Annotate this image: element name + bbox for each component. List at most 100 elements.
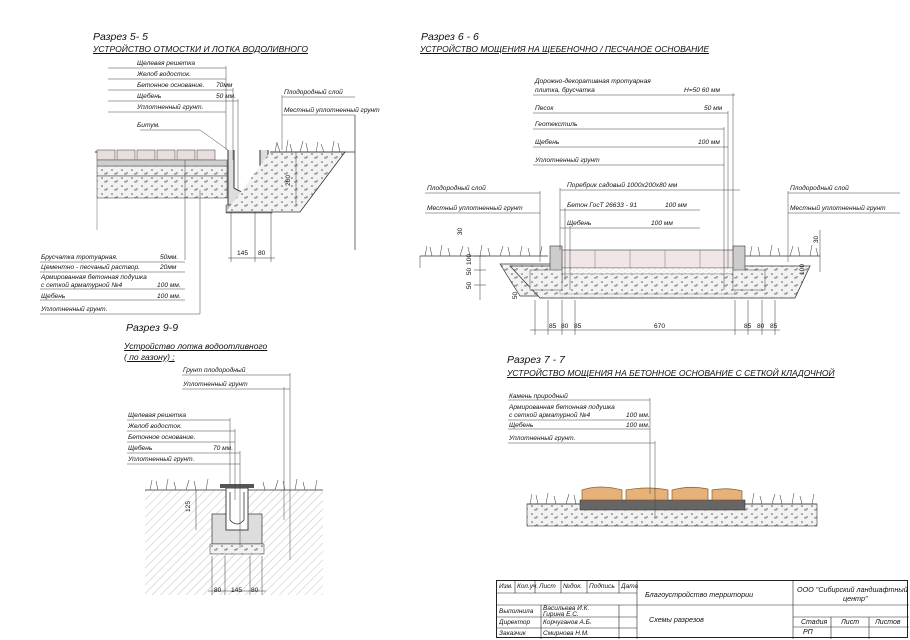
label-gutter-99: Желоб водосток.: [128, 423, 183, 430]
vdim-100: 100: [466, 253, 474, 266]
stamp-project: Благоустройство территории: [645, 590, 754, 599]
label-paving: Брусчатка тротуарная.: [41, 254, 118, 261]
label-fertile-right: Плодородный слой: [790, 185, 849, 192]
label-compacted-soil-99: Уплотненный грунт: [183, 381, 248, 388]
label-geotextile: Геотекстиль: [535, 121, 578, 128]
label-concrete-gost: Бетон ГосТ 26633 - 91: [567, 202, 638, 209]
dim-85-b: 85: [574, 323, 582, 330]
stamp-name-customer: Смирнова Н.М.: [543, 630, 589, 637]
section-5-5-drawing: [40, 66, 356, 315]
label-grate: Щелевая решетка: [137, 60, 195, 67]
value-sand: 50 мм: [704, 105, 723, 112]
section-6-6-drawing: [419, 93, 900, 335]
dim-85-d: 85: [770, 323, 778, 330]
label-curb: Поребрик садовый 1000х200х80 мм: [567, 182, 678, 189]
label-compacted-77: Уплотненный грунт.: [509, 435, 576, 442]
section-7-7-title: Разрез 7 - 7: [507, 354, 565, 366]
label-grate-99: Щелевая решетка: [128, 412, 186, 419]
stamp-sheet-title: Схемы разрезов: [649, 615, 704, 624]
stamp-org-2: центр": [843, 594, 868, 603]
dim-99-125: 125: [185, 500, 193, 513]
label-reinforced-77: Армированная бетонная подушка: [509, 404, 615, 411]
section-7-7-drawing: [508, 398, 818, 527]
value-concrete-base: 70мм: [216, 82, 233, 89]
label-concrete-99: Бетонное основание.: [128, 434, 196, 441]
section-5-5-subtitle: УСТРОЙСТВО ОТМОСТКИ И ЛОТКА ВОДОЛИВНОГО: [93, 44, 308, 54]
label-decor-tile: Дорожно-декоративная тротуарная: [535, 78, 651, 85]
label-compacted-soil: Уплотненный грунт.: [137, 104, 204, 111]
stamp-head-list: Лист: [539, 583, 556, 590]
dim-80-a: 80: [561, 323, 569, 330]
vdim-50-b: 50: [466, 267, 474, 276]
title-block: Изм. Кол.уч. Лист №док. Подпись Дата Бла…: [496, 580, 909, 639]
dim-99-80-a: 80: [214, 587, 222, 594]
vdim-100-right: 100: [799, 263, 807, 276]
stamp-stage-value: РП: [803, 629, 813, 636]
label-crushed-stone-2: Щебень: [41, 293, 66, 300]
stamp-stage-header: Стадия: [801, 619, 828, 626]
label-reinforced-cushion: Армированная бетонная подушка: [41, 274, 147, 281]
value-paving: 50мм.: [160, 254, 179, 261]
value-crushed-stone-66: 100 мм: [698, 139, 720, 146]
dim-85-c: 85: [744, 323, 752, 330]
label-mortar: Цементно - песчаный раствор.: [41, 264, 140, 271]
stamp-role-performer: Выполнила: [499, 608, 534, 615]
label-crushed-stone: Щебень: [137, 93, 162, 100]
section-6-6-title: Разрез 6 - 6: [421, 31, 479, 43]
label-crushed-stone-99: Щебень: [128, 445, 153, 452]
stamp-head-ndoc: №док.: [563, 583, 583, 590]
label-compacted-99: Уплотненный грунт.: [128, 456, 195, 463]
label-local-left: Местный уплотненный грунт: [427, 205, 523, 212]
label-fertile-left: Плодородный слой: [427, 185, 486, 192]
value-concrete-gost: 100 мм: [665, 202, 687, 209]
vdim-50-c: 50: [512, 291, 520, 300]
value-crushed-stone-curb: 100 мм: [651, 220, 673, 227]
label-local-soil: Местный уплотненный грунт: [284, 107, 380, 114]
section-9-9-title: Разрез 9-9: [126, 322, 179, 334]
stamp-role-customer: Заказчик: [499, 630, 526, 637]
title-block-grid: [497, 581, 909, 639]
stamp-name-director: Корчуганов А.Б.: [543, 619, 592, 626]
label-natural-stone: Камень природный: [509, 393, 568, 400]
value-crushed-stone-2: 100 мм.: [157, 293, 181, 300]
stamp-role-director: Директор: [499, 619, 531, 626]
value-height: Н=50 60 мм: [684, 87, 720, 94]
dim-99-145: 145: [231, 587, 243, 594]
vdim-30-left: 30: [457, 227, 465, 236]
vdim-30-right: 30: [813, 235, 821, 244]
label-compacted-soil-2: Уплотненный грунт.: [41, 306, 108, 313]
value-reinforced-77: 100 мм.: [626, 412, 650, 419]
label-sand: Песок: [535, 105, 554, 112]
label-compacted-soil-66: Уплотненный грунт: [535, 157, 600, 164]
label-crushed-stone-66: Щебень: [535, 139, 560, 146]
dim-670: 670: [654, 323, 666, 330]
stamp-head-izm: Изм.: [499, 583, 513, 590]
label-fertile-soil-99: Грунт плодородный: [183, 367, 246, 374]
stamp-head-sign: Подпись: [589, 583, 615, 590]
label-mesh-77: с сеткой арматурной №4: [509, 412, 591, 419]
value-crushed-stone: 50 мм.: [216, 93, 237, 100]
dim-85-a: 85: [549, 323, 557, 330]
dim-99-80-b: 80: [251, 587, 259, 594]
stamp-head-koluch: Кол.уч.: [517, 583, 539, 590]
section-5-5-title: Разрез 5- 5: [93, 31, 148, 43]
value-crushed-stone-99: 70 мм.: [213, 445, 234, 452]
label-crushed-stone-77: Щебень: [509, 422, 534, 429]
label-crushed-stone-curb: Щебень: [567, 220, 592, 227]
stamp-list-header: Лист: [841, 619, 860, 626]
dim-200: 200: [285, 174, 293, 187]
section-7-7-subtitle: УСТРОЙСТВО МОЩЕНИЯ НА БЕТОННОЕ ОСНОВАНИЕ…: [507, 368, 835, 378]
section-9-9-subtitle-2: ( по газону) ;: [124, 352, 175, 362]
label-bitumen: Битум.: [137, 122, 160, 129]
label-fertile-layer: Плодородный слой: [284, 89, 343, 96]
label-paving-stone: плитка, брусчатка: [535, 87, 595, 94]
vdim-50-a: 50: [466, 281, 474, 290]
stamp-name-performer-1: Васильева И.К.: [543, 605, 590, 612]
section-9-9-subtitle: Устройство лотка водоотливного: [124, 341, 268, 351]
value-crushed-stone-77: 100 мм.: [626, 422, 650, 429]
section-6-6-subtitle: УСТРОЙСТВО МОЩЕНИЯ НА ЩЕБЕНОЧНО / ПЕСЧАН…: [420, 44, 710, 54]
dim-145: 145: [237, 250, 249, 257]
dim-80-b: 80: [757, 323, 765, 330]
label-mesh: с сеткой арматурной №4: [41, 282, 123, 289]
